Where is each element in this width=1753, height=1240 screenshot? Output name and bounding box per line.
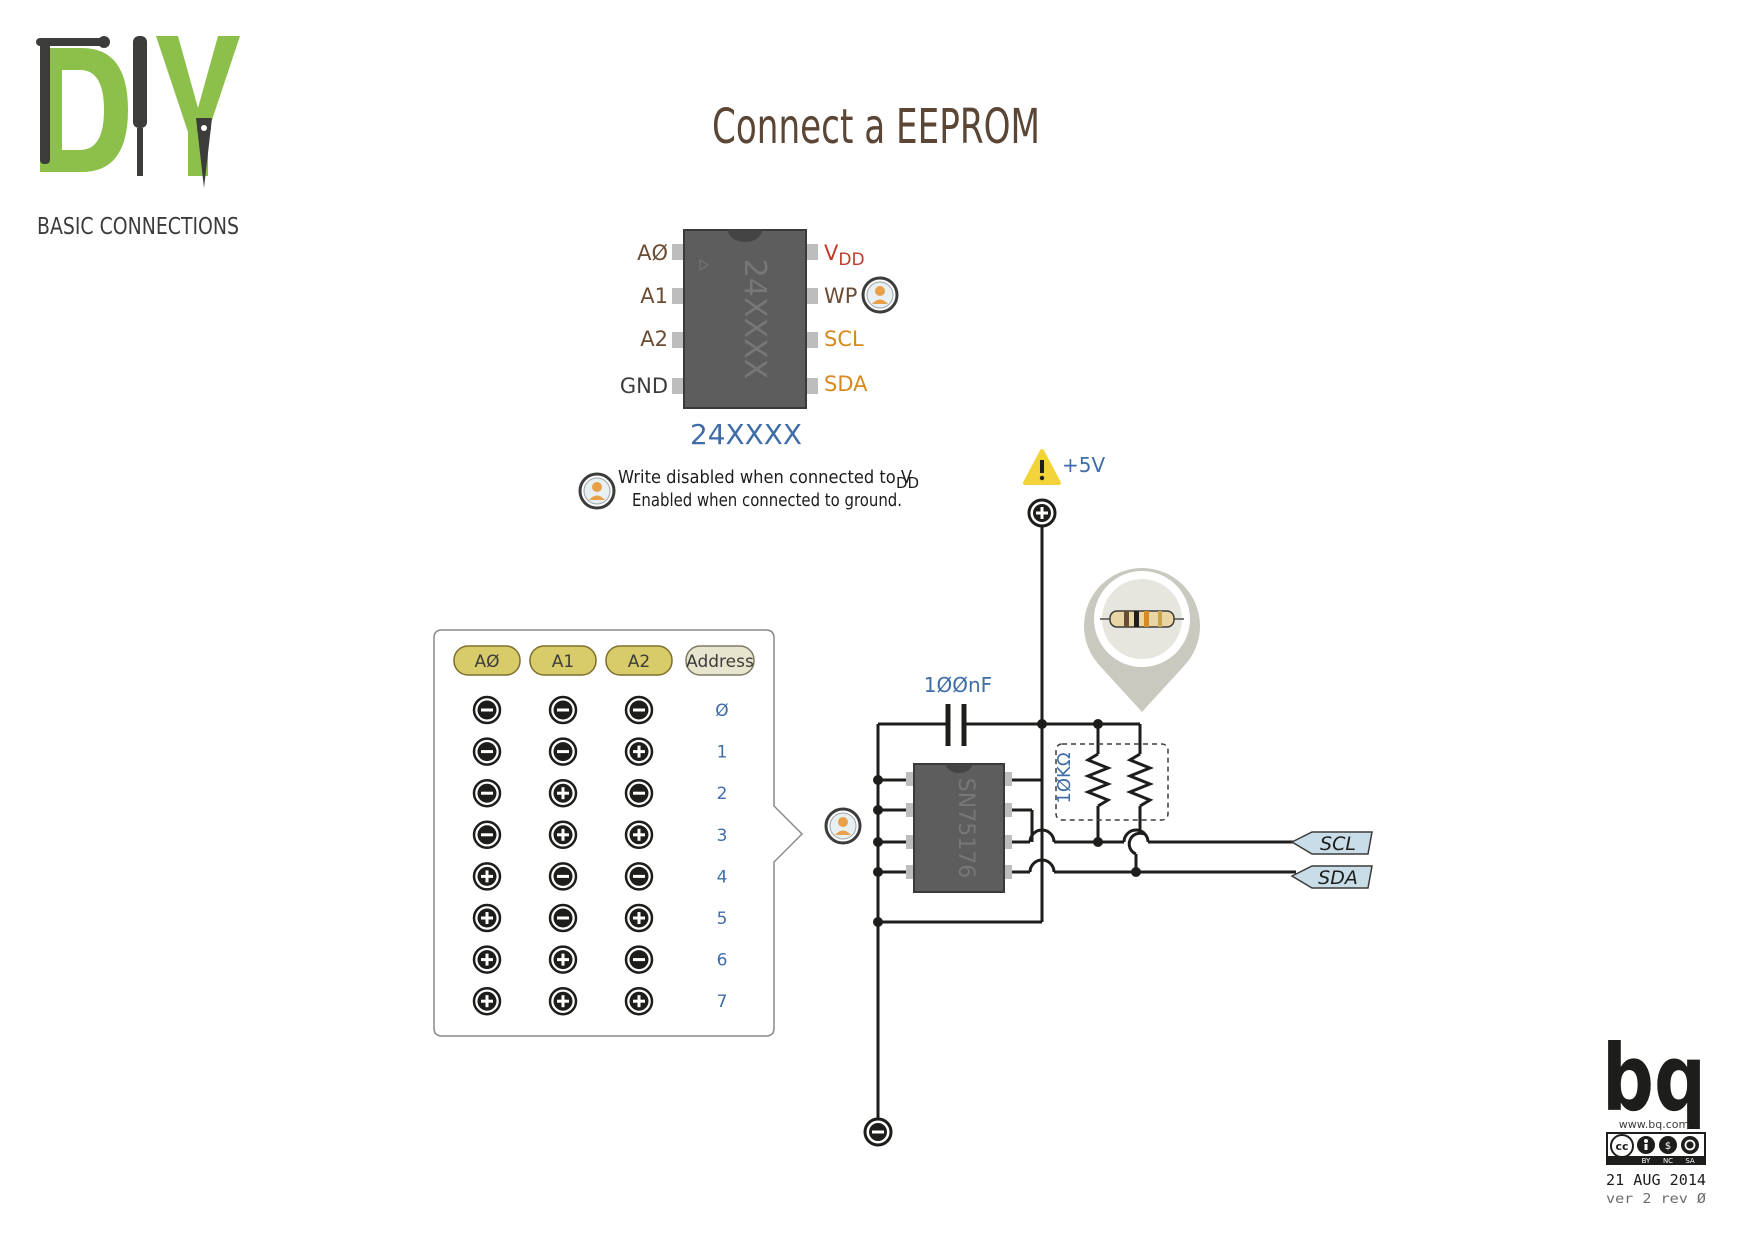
sn75176-chip: SN75176 [906,763,1012,893]
note-line-1-sub: DD [896,474,919,492]
bq-url: www.bq.com [1619,1118,1689,1131]
cc-license-badge: cc $ BY NC SA [1606,1132,1706,1165]
table-header-a1: A1 [552,652,574,672]
junctions [873,719,1141,927]
pin-vdd-label: VDD [824,241,865,270]
address-value: 4 [717,867,728,887]
plus-symbol-icon [548,778,578,808]
minus-symbol-icon [624,945,654,974]
sda-tag-label: SDA [1318,867,1358,889]
nc-icon [1659,1136,1677,1154]
footer-version: ver 2 rev Ø [1606,1192,1706,1207]
address-table-panel [433,629,804,1037]
table-header-a0: AØ [474,652,499,672]
plus-symbol-icon [472,986,502,1016]
table-header-address: Address [686,652,754,672]
minus-symbol-icon [624,862,654,891]
bq-logo: bq [1602,1025,1706,1132]
address-value: 5 [717,909,728,929]
circuit-person-icon [824,807,862,845]
wp-note: Write disabled when connected to V DD En… [578,467,919,511]
address-value: 7 [717,992,728,1012]
pin-scl-label: SCL [824,327,864,351]
scl-tag: SCL [1290,831,1373,855]
logo-letter-d [40,48,128,172]
minus-terminal [863,1117,893,1147]
plus-symbol-icon [472,903,502,933]
resistor-group-box [1055,743,1169,821]
pin-a0-label: AØ [637,241,668,265]
resistor-icon [1109,610,1175,628]
logo-screwdriver [133,36,147,128]
sda-tag: SDA [1290,865,1373,889]
minus-symbol-icon [548,903,578,933]
plus-symbol-icon [548,820,578,850]
minus-symbol-icon [472,778,502,808]
eeprom-chip-mark: 24XXXX [737,259,772,379]
note-person-icon [578,472,616,510]
logo-pliers [196,118,212,188]
minus-symbol-icon [548,737,578,766]
plus-terminal [1027,498,1057,528]
plus-symbol-icon [472,862,502,891]
logo-clamp [40,40,50,164]
svg-text:$: $ [1665,1141,1671,1152]
sa-icon [1681,1136,1699,1154]
plus-symbol-icon [548,945,578,974]
page-title: Connect a EEPROM [712,99,1040,155]
logo-subtitle: BASIC CONNECTIONS [37,214,239,240]
footer-date: 21 AUG 2014 [1606,1171,1706,1189]
table-header-a2: A2 [628,652,650,672]
diy-logo: BASIC CONNECTIONS [36,36,240,240]
address-value: Ø [715,701,728,721]
plus-symbol-icon [624,986,654,1016]
address-table: AØ A1 A2 Address Ø 1 2 3 4 5 6 7 [433,629,804,1037]
pin-sda-label: SDA [824,372,868,396]
pin-wp-label: WP [824,284,857,308]
note-line-1: Write disabled when connected to V [618,467,913,488]
address-value: 2 [717,784,728,804]
license-by: BY [1642,1157,1651,1165]
minus-symbol-icon [472,820,502,850]
note-line-2: Enabled when connected to ground. [632,490,902,511]
address-value: 1 [717,743,728,763]
license-sa: SA [1685,1157,1695,1165]
eeprom-part-label: 24XXXX [690,418,802,451]
footer: bq www.bq.com cc $ BY NC SA 21 AUG 2014 … [1602,1025,1706,1207]
wp-person-icon [861,276,899,314]
sn75176-chip-mark: SN75176 [953,778,978,878]
minus-symbol-icon [472,737,502,766]
eeprom-pinout: 24XXXX AØ A1 A2 GND VDD WP SCL SDA 24XXX… [620,229,899,451]
address-value: 6 [717,951,728,971]
plus-symbol-icon [548,986,578,1016]
capacitor-label: 1ØØnF [924,673,992,697]
scl-tag-label: SCL [1320,833,1356,855]
resistor-label: 1ØKΩ [1054,752,1075,803]
minus-symbol-icon [472,695,502,725]
minus-symbol-icon [624,778,654,808]
minus-symbol-icon [624,695,654,725]
pin-a2-label: A2 [640,327,668,351]
address-table-rows: Ø 1 2 3 4 5 6 7 [472,695,729,1016]
plus-5v-label: +5V [1062,453,1105,477]
eeprom-chip-body [683,229,807,409]
license-nc: NC [1663,1157,1673,1165]
plus-symbol-icon [624,903,654,933]
plus-symbol-icon [472,945,502,974]
minus-symbol-icon [548,862,578,891]
plus-symbol-icon [624,820,654,850]
plus-symbol-icon [624,737,654,766]
pin-gnd-label: GND [620,374,668,398]
cc-icon: cc [1615,1140,1628,1153]
logo-letter-y [156,36,240,176]
minus-symbol-icon [548,695,578,725]
resistor-callout [1083,568,1200,712]
pin-a1-label: A1 [640,284,668,308]
address-value: 3 [717,826,728,846]
